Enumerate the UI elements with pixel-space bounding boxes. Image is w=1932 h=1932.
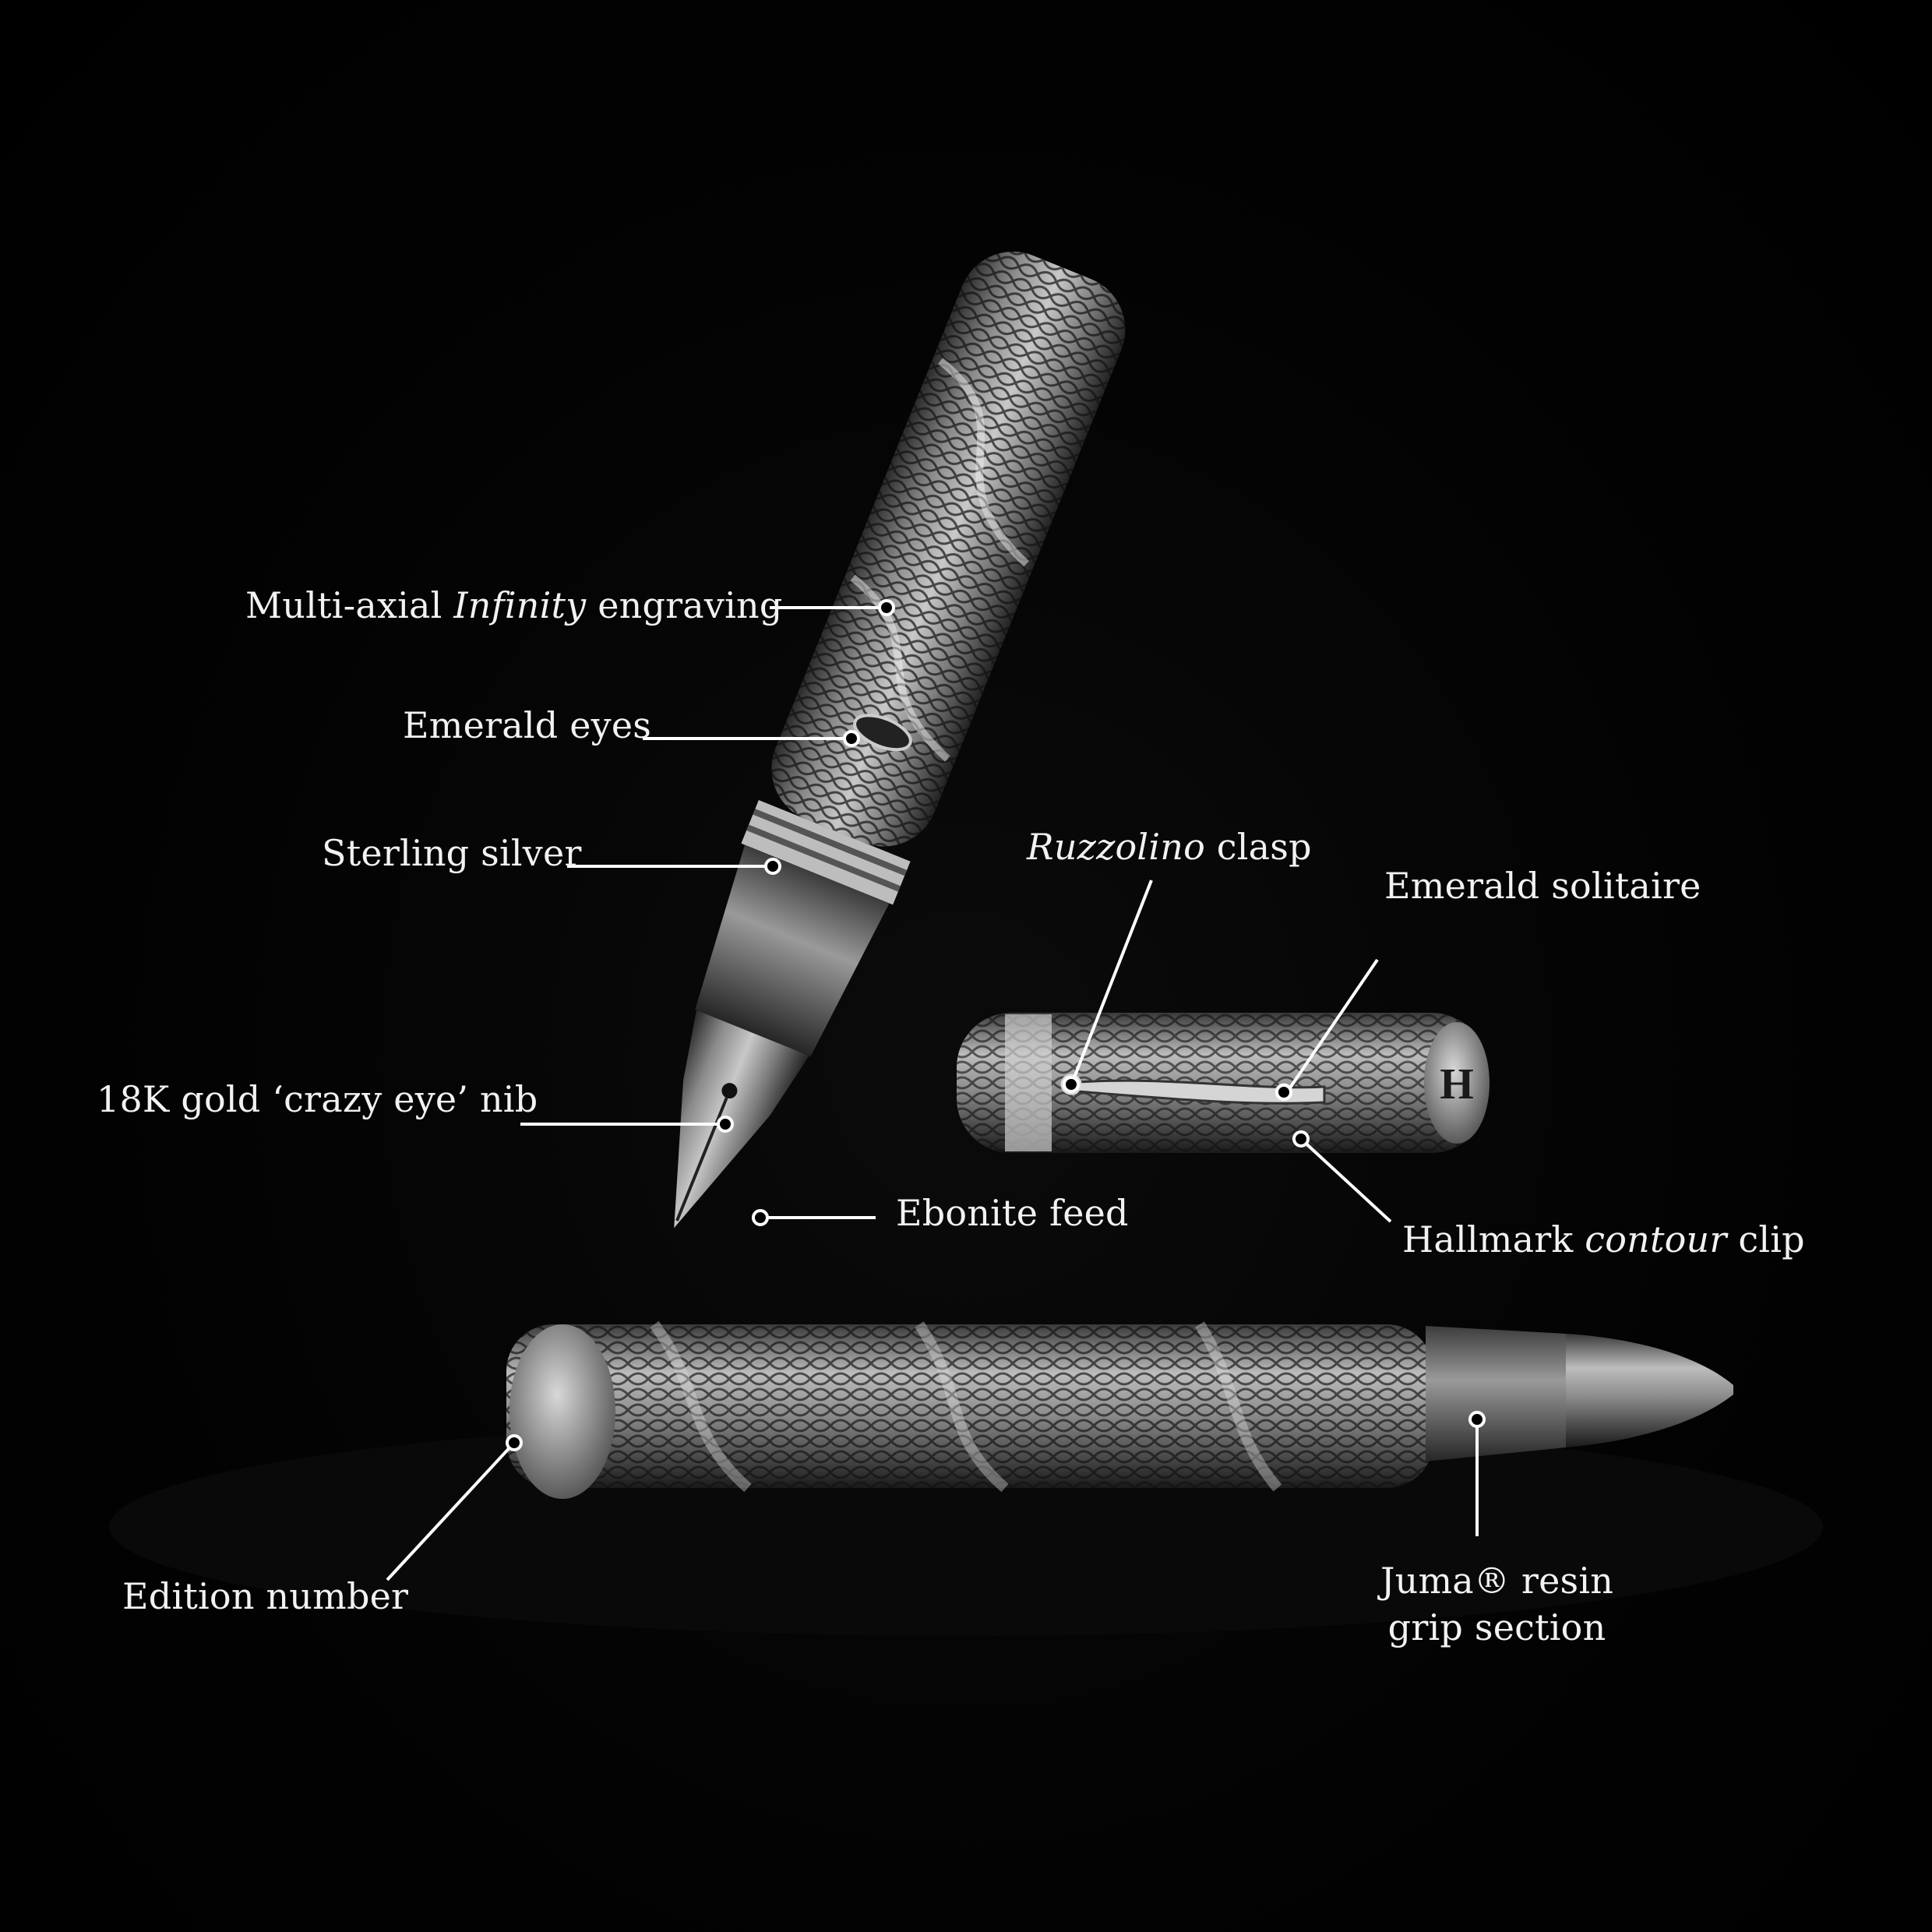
callout-marker-icon (1292, 1130, 1310, 1148)
callout-engraving: Multi-axial Infinity engraving (245, 584, 783, 626)
callout-solitaire: Emerald solitaire (1384, 865, 1701, 907)
callout-marker-icon (1275, 1084, 1292, 1101)
callout-sterling-silver: Sterling silver (322, 832, 582, 874)
fountain-pen (674, 252, 1126, 1229)
callout-emerald-eyes: Emerald eyes (403, 704, 652, 746)
callout-grip-line1: Juma® resin (1380, 1560, 1614, 1602)
callout-marker-icon (1468, 1411, 1486, 1428)
end-cap-edition (509, 1324, 615, 1499)
svg-text:H: H (1440, 1060, 1474, 1109)
callout-marker-icon (717, 1116, 734, 1133)
callout-marker-icon (506, 1434, 523, 1451)
cap-end-logo (1424, 1022, 1490, 1144)
callout-grip: Juma® resin grip section (1380, 1558, 1613, 1652)
rollerball-pen (506, 1320, 1733, 1499)
callout-feed: Ebonite feed (896, 1192, 1129, 1234)
callout-grip-line2: grip section (1387, 1606, 1606, 1648)
callout-marker-icon (764, 858, 781, 875)
pen-cap: H (957, 1013, 1490, 1153)
callout-marker-icon (843, 730, 860, 747)
callout-marker-icon (752, 1209, 769, 1226)
callout-clip: Hallmark contour clip (1402, 1218, 1805, 1260)
callout-markers (506, 599, 1486, 1451)
callout-clasp: Ruzzolino clasp (1027, 826, 1312, 868)
callout-marker-icon (878, 599, 895, 616)
leader-lines (386, 606, 1479, 1581)
callout-marker-icon (1063, 1076, 1080, 1093)
callout-nib: 18K gold ‘crazy eye’ nib (97, 1078, 538, 1120)
cap-clip (1066, 1079, 1326, 1105)
callout-edition: Edition number (122, 1575, 409, 1617)
